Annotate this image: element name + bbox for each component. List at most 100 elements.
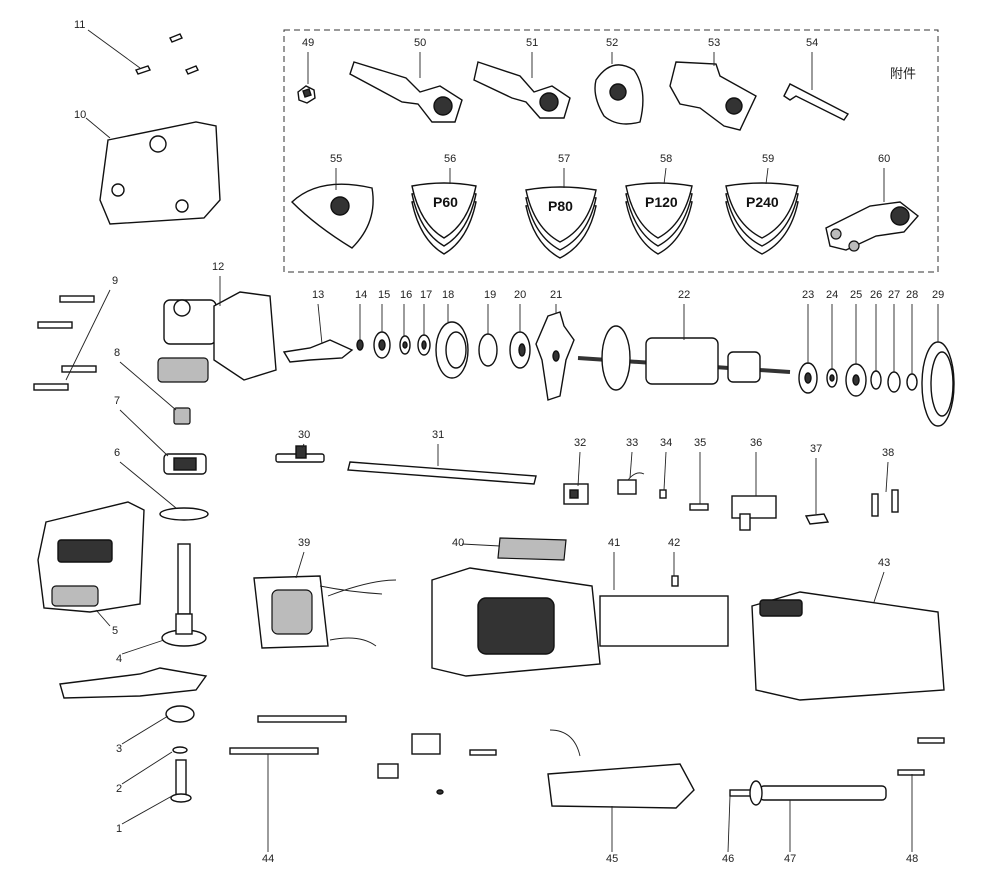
callout-21: 21 bbox=[550, 289, 562, 301]
part-3-flange bbox=[165, 705, 195, 723]
part-43-rear-housing bbox=[751, 591, 945, 701]
callout-1: 1 bbox=[116, 823, 122, 835]
callout-5: 5 bbox=[112, 625, 118, 637]
leader-line-13 bbox=[317, 303, 323, 345]
callout-3: 3 bbox=[116, 743, 122, 755]
callout-59: 59 bbox=[762, 153, 774, 165]
part-54-hex-key bbox=[783, 83, 850, 121]
callout-15: 15 bbox=[378, 289, 390, 301]
part-50-plunge-blade bbox=[349, 61, 463, 123]
part-29-cover bbox=[921, 341, 955, 427]
part-2-washer bbox=[172, 746, 188, 754]
part-48-screws bbox=[897, 737, 945, 776]
part-8-sleeve bbox=[173, 407, 191, 425]
callout-31: 31 bbox=[432, 429, 444, 441]
part-1-bolt bbox=[170, 759, 192, 803]
grit-p60: P60 bbox=[433, 194, 458, 210]
callout-18: 18 bbox=[442, 289, 454, 301]
callout-36: 36 bbox=[750, 437, 762, 449]
callout-46: 46 bbox=[722, 853, 734, 865]
part-23-bearing bbox=[798, 362, 818, 394]
callout-22: 22 bbox=[678, 289, 690, 301]
leader-line-46 bbox=[727, 795, 731, 853]
callout-35: 35 bbox=[694, 437, 706, 449]
callout-41: 41 bbox=[608, 537, 620, 549]
blade-plate bbox=[59, 667, 208, 699]
part-42-screw bbox=[671, 575, 679, 587]
part-60-blade-adapter bbox=[825, 201, 920, 252]
part-45-switch-base bbox=[547, 729, 695, 809]
leader-line-39 bbox=[295, 551, 305, 579]
leader-line-33 bbox=[629, 451, 633, 479]
callout-16: 16 bbox=[400, 289, 412, 301]
callout-39: 39 bbox=[298, 537, 310, 549]
callout-25: 25 bbox=[850, 289, 862, 301]
callout-38: 38 bbox=[882, 447, 894, 459]
part-52-segment-blade bbox=[594, 64, 644, 125]
part-34-pin bbox=[659, 489, 667, 499]
callout-51: 51 bbox=[526, 37, 538, 49]
part-10-rear-cover bbox=[99, 121, 221, 225]
callout-57: 57 bbox=[558, 153, 570, 165]
part-5-front-housing bbox=[37, 501, 145, 613]
callout-11: 11 bbox=[74, 19, 85, 31]
part-20-bearing bbox=[509, 331, 531, 369]
callout-13: 13 bbox=[312, 289, 324, 301]
grit-p80: P80 bbox=[548, 198, 573, 214]
callout-33: 33 bbox=[626, 437, 638, 449]
part-11-screws bbox=[135, 33, 199, 75]
part-18-bearing-large bbox=[435, 321, 469, 379]
leader-lines bbox=[65, 29, 939, 853]
callout-45: 45 bbox=[606, 853, 618, 865]
part-12-gear-housing bbox=[157, 291, 277, 383]
leader-line-58 bbox=[663, 167, 667, 185]
part-13-lever-arm bbox=[282, 339, 354, 363]
leader-line-5 bbox=[95, 609, 111, 627]
callout-42: 42 bbox=[668, 537, 680, 549]
callout-37: 37 bbox=[810, 443, 822, 455]
callout-43: 43 bbox=[878, 557, 890, 569]
part-39-stator bbox=[253, 575, 397, 649]
callout-49: 49 bbox=[302, 37, 314, 49]
callout-10: 10 bbox=[74, 109, 86, 121]
part-53-scraper-blade bbox=[669, 61, 757, 131]
callout-44: 44 bbox=[262, 853, 274, 865]
part-40-label bbox=[497, 537, 567, 561]
callout-55: 55 bbox=[330, 153, 342, 165]
leader-line-30 bbox=[301, 443, 305, 449]
loose-small-parts bbox=[377, 733, 497, 795]
callout-32: 32 bbox=[574, 437, 586, 449]
callout-26: 26 bbox=[870, 289, 882, 301]
leader-line-9 bbox=[65, 289, 111, 381]
leader-line-7 bbox=[119, 409, 169, 457]
part-9-screws bbox=[33, 295, 97, 391]
grit-p240: P240 bbox=[746, 194, 779, 210]
callout-56: 56 bbox=[444, 153, 456, 165]
part-36-switch bbox=[731, 495, 777, 531]
part-41-motor-housing bbox=[431, 567, 729, 677]
part-35-spring bbox=[689, 503, 709, 511]
part-37-tab bbox=[804, 513, 830, 525]
callout-58: 58 bbox=[660, 153, 672, 165]
callout-14: 14 bbox=[355, 289, 367, 301]
part-57-sanding-sheet-p80: P80 bbox=[525, 186, 597, 259]
grit-p120: P120 bbox=[645, 194, 678, 210]
callout-53: 53 bbox=[708, 37, 720, 49]
part-33-carbon-brush bbox=[617, 472, 645, 495]
leader-line-2 bbox=[121, 751, 173, 785]
part-21-baffle bbox=[535, 311, 575, 401]
callout-17: 17 bbox=[420, 289, 432, 301]
callout-19: 19 bbox=[484, 289, 496, 301]
leader-line-3 bbox=[121, 715, 169, 745]
part-14-clip bbox=[356, 339, 364, 351]
accessory-box bbox=[283, 29, 939, 273]
callout-12: 12 bbox=[212, 261, 224, 273]
leader-line-10 bbox=[85, 117, 111, 139]
part-31-bar bbox=[347, 461, 537, 485]
accessory-box-label: 附件 bbox=[890, 66, 916, 81]
part-19-o-ring bbox=[478, 333, 498, 367]
part-26-ring bbox=[870, 370, 882, 390]
leader-line-11 bbox=[87, 29, 141, 69]
